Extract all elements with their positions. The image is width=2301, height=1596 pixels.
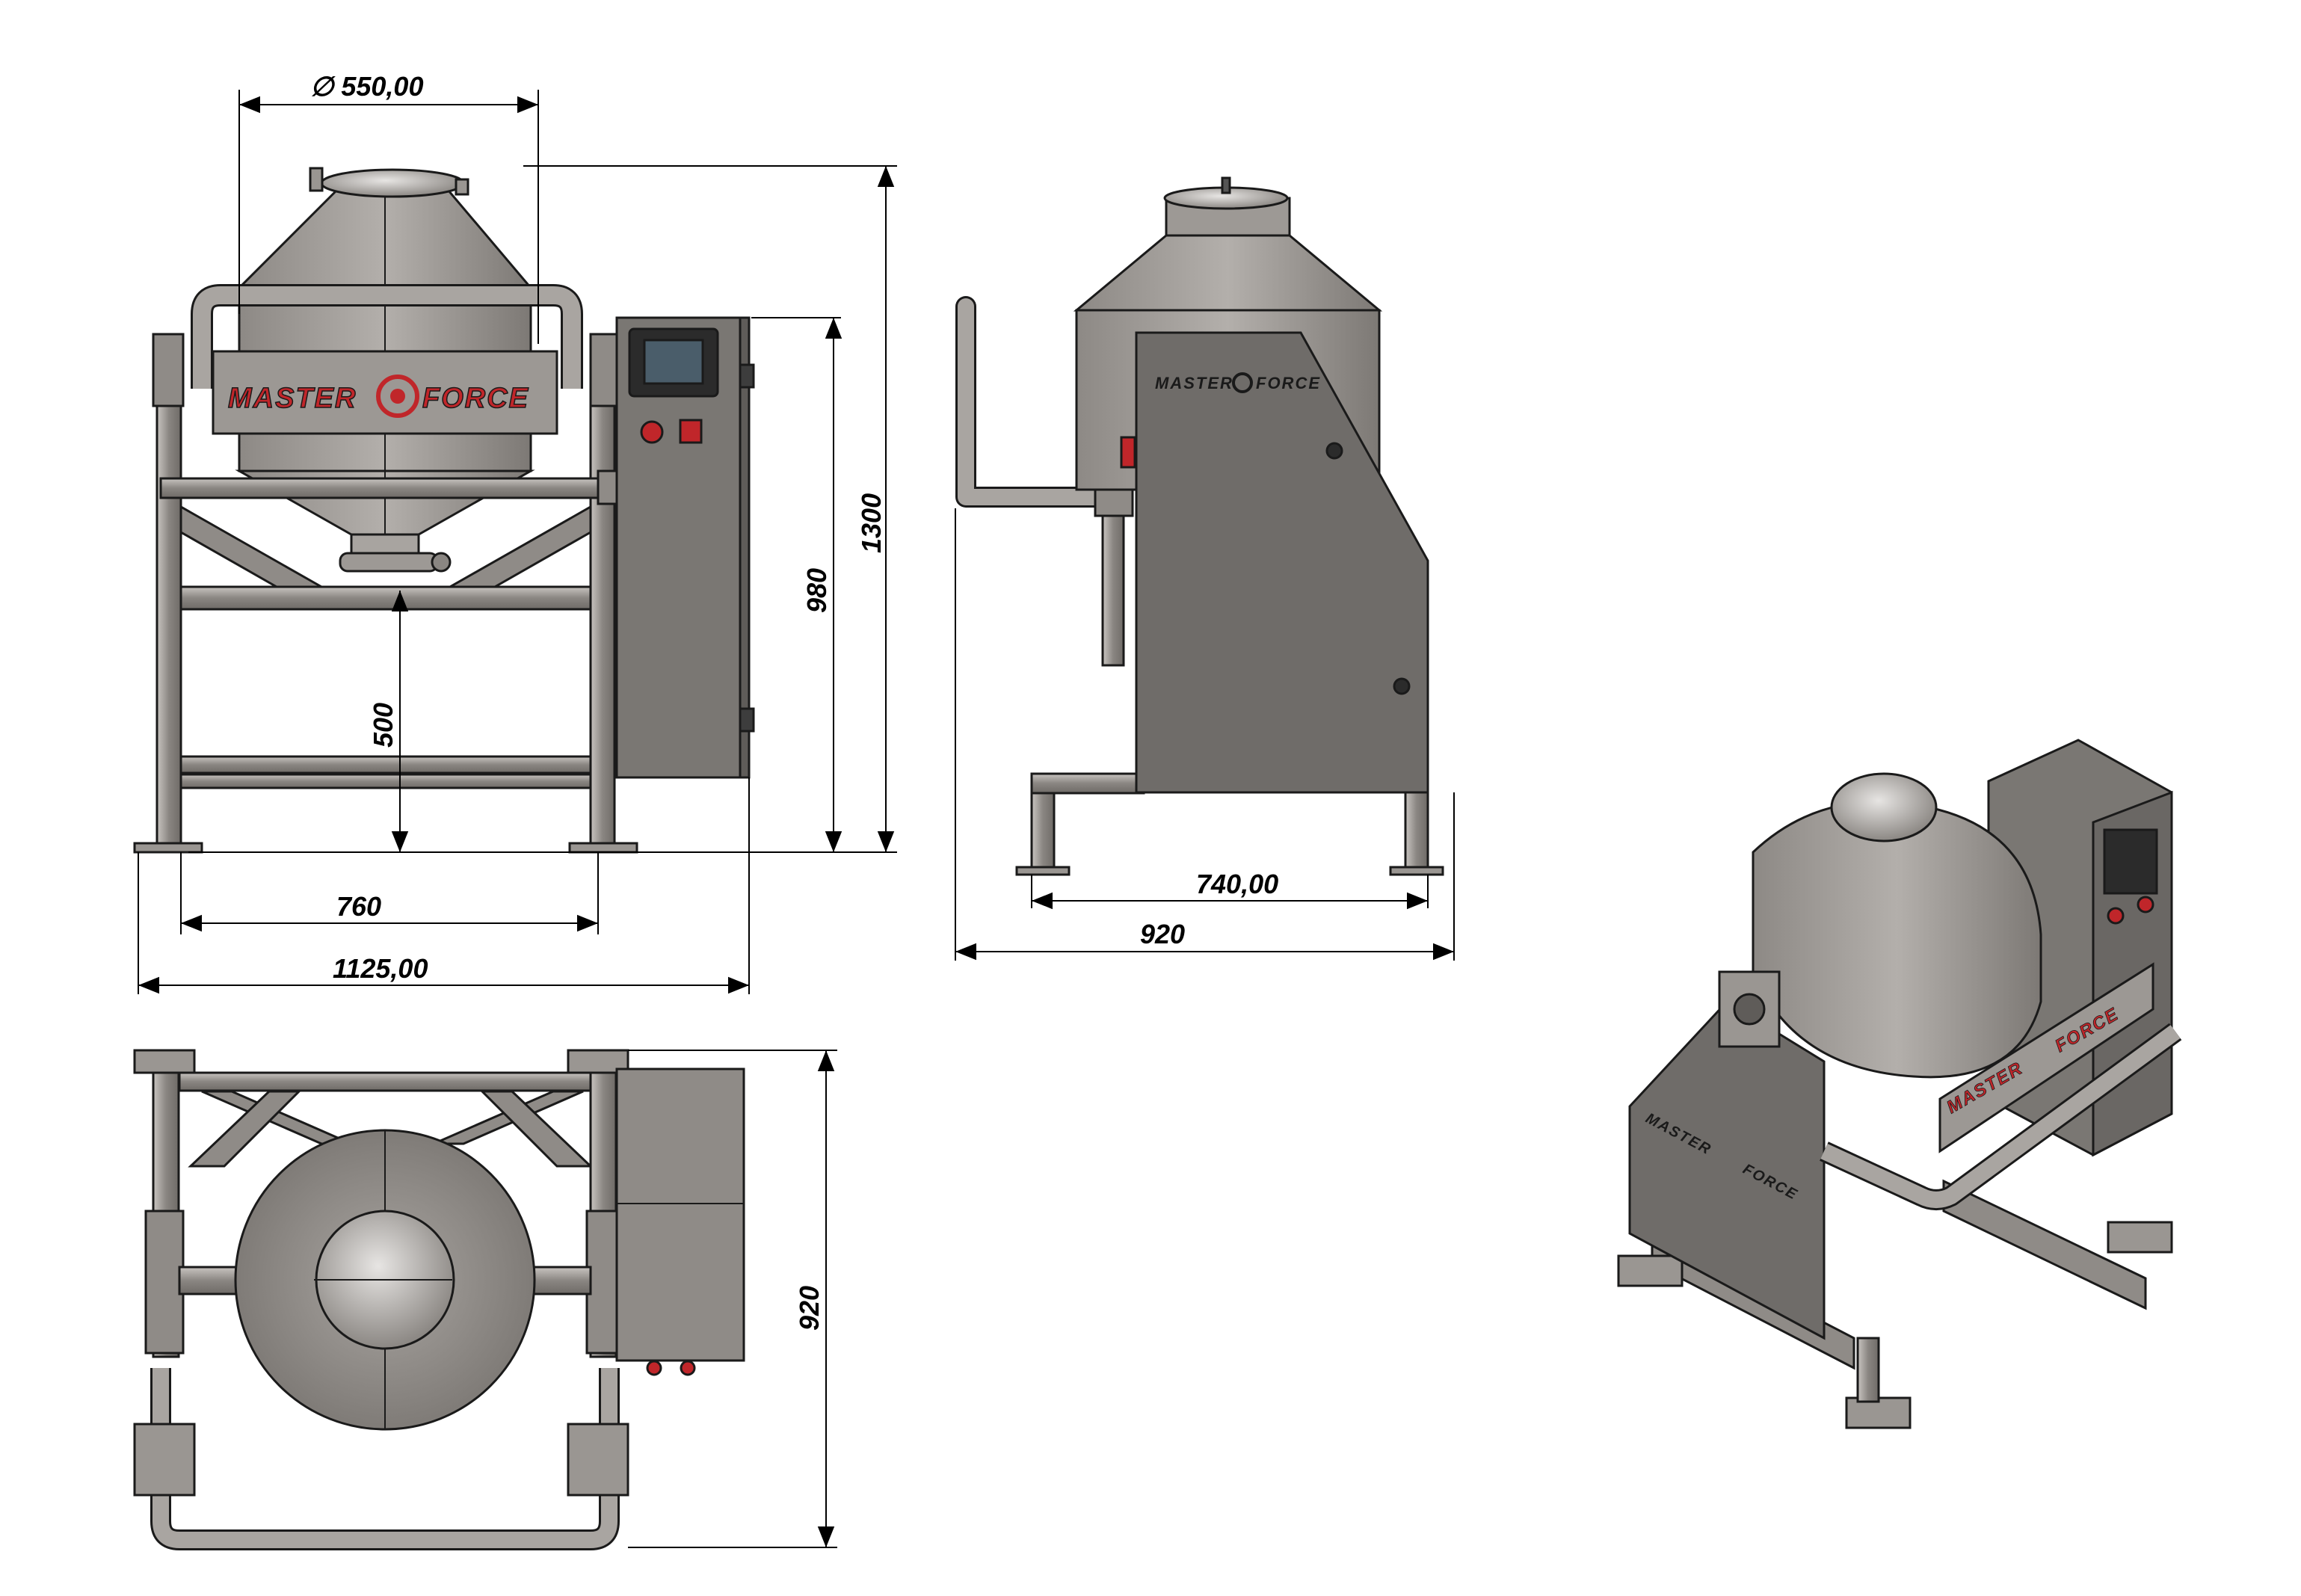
side-brand-gear-icon	[1232, 372, 1253, 393]
front-lower-beam	[179, 755, 592, 774]
iso-hub	[1718, 970, 1781, 1048]
front-upper-beam	[179, 585, 592, 611]
dim-front-inlet-height: 500	[368, 703, 398, 748]
iso-touch-screen	[2103, 828, 2158, 895]
front-view: MASTER FORCE	[133, 167, 755, 854]
dim-front-diameter: ∅ 550,00	[310, 71, 423, 102]
side-dimensions	[955, 508, 1455, 961]
side-view: MASTER FORCE	[955, 176, 1444, 876]
iso-guard-panel	[1628, 1000, 1826, 1340]
iso-brand-band	[1938, 962, 2154, 1153]
iso-lid	[1830, 772, 1938, 842]
front-right-leg	[589, 387, 616, 846]
top-control-cabinet	[615, 1067, 745, 1362]
dim-front-panel-height: 980	[801, 568, 832, 613]
top-view	[133, 1049, 745, 1550]
isometric-view: MASTER FORCE MASTER FORCE	[1617, 739, 2182, 1429]
dim-front-total-height: 1300	[856, 493, 887, 553]
front-left-hub	[152, 333, 185, 407]
side-guard-panel	[1135, 331, 1429, 794]
dim-front-total-width: 1125,00	[333, 953, 428, 984]
front-brand-band	[212, 350, 558, 435]
front-lid	[320, 168, 465, 198]
side-brand-right: FORCE	[1256, 374, 1321, 392]
front-outlet-valve	[350, 533, 420, 557]
dim-side-total-depth: 920	[1140, 919, 1185, 949]
dim-front-leg-span: 760	[336, 891, 381, 922]
front-brand-left: MASTER	[228, 383, 357, 414]
iso-mixer-drum	[1752, 801, 2042, 1079]
front-brand-right: FORCE	[422, 383, 529, 414]
front-main-switch-icon	[679, 419, 703, 444]
top-dimensions	[628, 1050, 837, 1548]
front-stop-button-icon	[640, 420, 664, 444]
dim-side-leg-span: 740,00	[1196, 869, 1278, 899]
side-brand-left: MASTER	[1155, 374, 1233, 392]
front-dimensions	[138, 90, 897, 994]
side-mixer-cone	[1073, 234, 1383, 312]
front-left-leg	[155, 387, 182, 846]
dim-top-depth: 920	[794, 1286, 825, 1331]
front-brand-gear-icon	[376, 375, 419, 418]
